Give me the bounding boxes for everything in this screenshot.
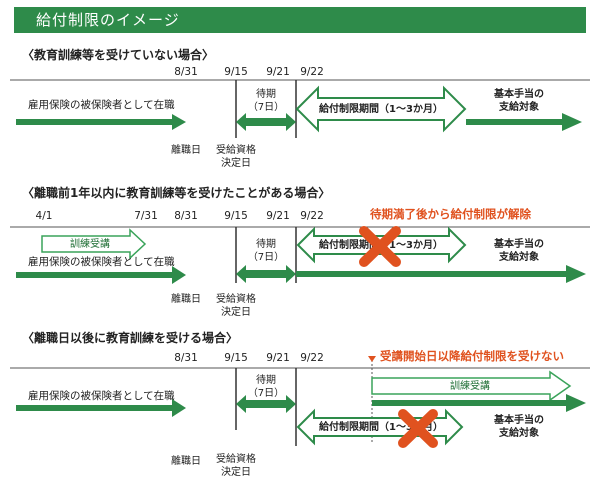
s1-employment-label: 雇用保険の被保険者として在職 [28, 99, 175, 111]
s3-benefit-label: 基本手当の [494, 415, 544, 426]
s3-qualify-label-2: 決定日 [221, 467, 251, 478]
s1-restriction-label: 給付制限期間（1～3か月） [319, 104, 443, 115]
s3-restriction-clip: 給付制限期間（1～3か月） [299, 410, 466, 444]
s3-date-922: 9/22 [300, 352, 324, 364]
s2-heading: 〈離職前1年以内に教育訓練等を受けたことがある場合〉 [22, 186, 331, 200]
s3-note-pointer [368, 356, 376, 362]
s3-training-arrow [371, 370, 572, 402]
s3-waiting-arrow [236, 395, 296, 413]
s3-employment-label: 雇用保険の被保険者として在職 [28, 390, 175, 402]
s2-date-731: 7/31 [134, 210, 158, 222]
s1-waiting-label: 待期 [256, 89, 276, 100]
s3-note: 受講開始日以降給付制限を受けない [380, 349, 564, 363]
s2-separation-label: 離職日 [171, 294, 201, 305]
s2-note: 待期満了後から給付制限が解除 [370, 207, 531, 221]
s3-date-831: 8/31 [174, 352, 198, 364]
s2-employment-arrow [16, 266, 186, 284]
s2-qualify-label: 受給資格 [216, 294, 256, 305]
s2-cross-icon [359, 226, 401, 267]
s1-qualify-label-2: 決定日 [221, 158, 251, 169]
s3-waiting-days: （7日） [247, 388, 285, 399]
s3-cross-icon [398, 409, 438, 448]
s1-benefit-label: 基本手当の [494, 89, 544, 100]
s3-employment-arrow [16, 399, 186, 417]
s2-training-arrow [41, 228, 147, 260]
s1-employment-arrow [16, 114, 186, 130]
s2-training-label: 訓練受講 [70, 239, 110, 250]
s2-benefit-label: 基本手当の [494, 239, 544, 250]
s1-benefit-label-2: 支給対象 [499, 102, 539, 113]
s1-date-915: 9/15 [224, 66, 248, 78]
s2-waiting-label: 待期 [256, 239, 276, 250]
s3-waiting-label: 待期 [256, 375, 276, 386]
s1-heading: 〈教育訓練等を受けていない場合〉 [22, 48, 215, 62]
s2-date-915: 9/15 [224, 210, 248, 222]
s2-date-41: 4/1 [35, 210, 53, 222]
s1-benefit-arrow [466, 113, 582, 131]
s2-employment-label: 雇用保険の被保険者として在職 [28, 256, 175, 268]
s2-benefit-arrow [296, 265, 586, 283]
s2-waiting-arrow [236, 265, 296, 283]
s1-waiting-days: （7日） [247, 102, 285, 113]
s2-date-921: 9/21 [266, 210, 290, 222]
s3-training-label: 訓練受講 [450, 381, 490, 392]
s1-date-831: 8/31 [174, 66, 198, 78]
s2-qualify-label-2: 決定日 [221, 307, 251, 318]
s1-qualify-label: 受給資格 [216, 145, 256, 156]
s3-date-915: 9/15 [224, 352, 248, 364]
s2-benefit-label-2: 支給対象 [499, 252, 539, 263]
s2-date-922: 9/22 [300, 210, 324, 222]
s3-restriction-label: 給付制限期間（1～3か月） [319, 422, 443, 433]
s2-waiting-days: （7日） [247, 252, 285, 263]
s3-date-921: 9/21 [266, 352, 290, 364]
s1-waiting-arrow [236, 113, 296, 131]
s1-date-922: 9/22 [300, 66, 324, 78]
s3-benefit-arrow [372, 394, 586, 412]
s3-qualify-label: 受給資格 [216, 454, 256, 465]
s1-restriction-arrow [295, 85, 467, 133]
s3-heading: 〈離職日以後に教育訓練を受ける場合〉 [22, 331, 239, 345]
s1-date-921: 9/21 [266, 66, 290, 78]
s3-benefit-label-2: 支給対象 [499, 428, 539, 439]
s3-separation-label: 離職日 [171, 456, 201, 467]
page-title: 給付制限のイメージ [14, 7, 586, 33]
s2-date-831: 8/31 [174, 210, 198, 222]
s1-separation-label: 離職日 [171, 145, 201, 156]
